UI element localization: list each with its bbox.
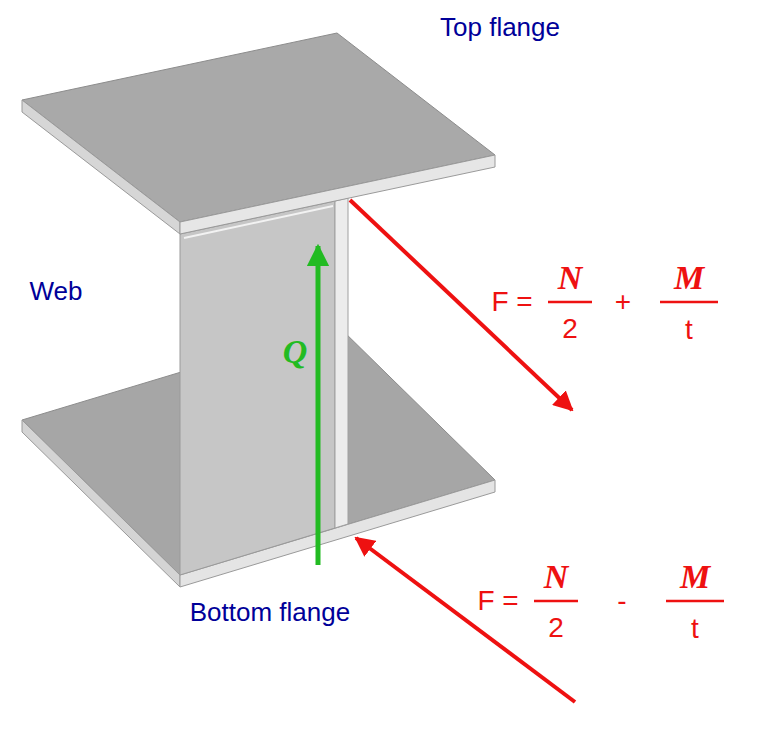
equation-term: -: [617, 587, 626, 615]
part-name: Top flange: [440, 14, 560, 40]
part-name: Bottom flange: [190, 599, 350, 625]
equation-symbol: M: [680, 560, 710, 594]
fraction-bar: [660, 301, 718, 304]
equation-term: +: [615, 288, 631, 316]
fraction-bar: [534, 600, 578, 603]
fraction-bar: [548, 301, 592, 304]
equation-symbol: N: [544, 560, 569, 594]
top-force-arrow: [350, 200, 572, 410]
top-flange: [22, 33, 495, 234]
shear-arrow: [316, 246, 321, 565]
equation-term: 2: [562, 315, 578, 343]
equation-term: F =: [491, 288, 532, 316]
equation-symbol: M: [674, 261, 704, 295]
equation-symbol: N: [558, 261, 583, 295]
equation-term: t: [691, 615, 699, 643]
shear-symbol: Q: [283, 335, 308, 369]
web-plate: [180, 198, 348, 575]
fraction-bar: [666, 600, 724, 603]
equation-term: F =: [477, 587, 518, 615]
part-name: Web: [30, 278, 83, 304]
equation-term: 2: [548, 614, 564, 642]
bottom-force-arrow: [356, 538, 575, 702]
equation-term: t: [685, 316, 693, 344]
